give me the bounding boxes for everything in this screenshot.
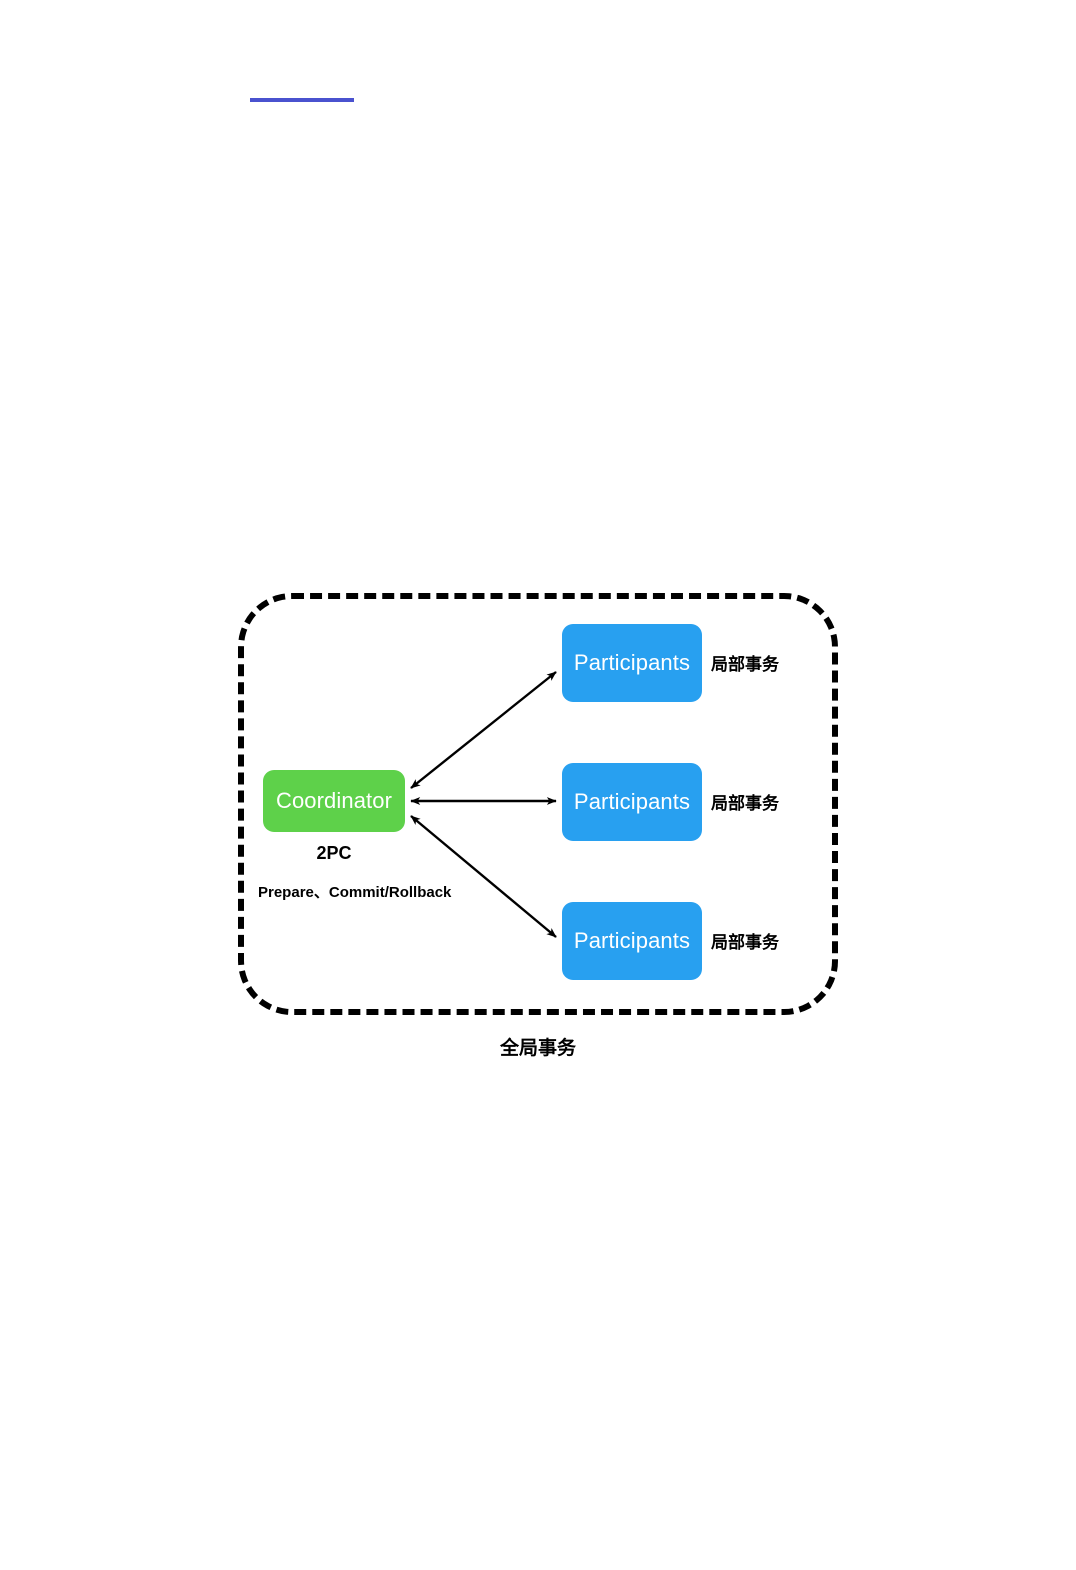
local-transaction-label-1: 局部事务 (711, 655, 779, 674)
participant-node-2[interactable]: Participants (562, 763, 702, 841)
phase-label: Prepare、Commit/Rollback (258, 884, 452, 901)
global-transaction-caption: 全局事务 (499, 1038, 576, 1059)
participant-node-3[interactable]: Participants (562, 902, 702, 980)
participant-label-3: Participants (573, 928, 691, 953)
participant-node-1[interactable]: Participants (562, 624, 702, 702)
participant-label-2: Participants (573, 789, 691, 814)
global-transaction-boundary (238, 593, 838, 1015)
protocol-label: 2PC (316, 843, 352, 863)
local-transaction-label-3: 局部事务 (711, 933, 779, 952)
coordinator-label: Coordinator (275, 788, 393, 813)
coordinator-node[interactable]: Coordinator (263, 770, 405, 832)
two-phase-commit-diagram: Coordinator 2PC Prepare、Commit/Rollback … (230, 585, 850, 1075)
local-transaction-label-2: 局部事务 (711, 794, 779, 813)
top-hyperlink[interactable] (250, 86, 354, 102)
participant-label-1: Participants (573, 650, 691, 675)
